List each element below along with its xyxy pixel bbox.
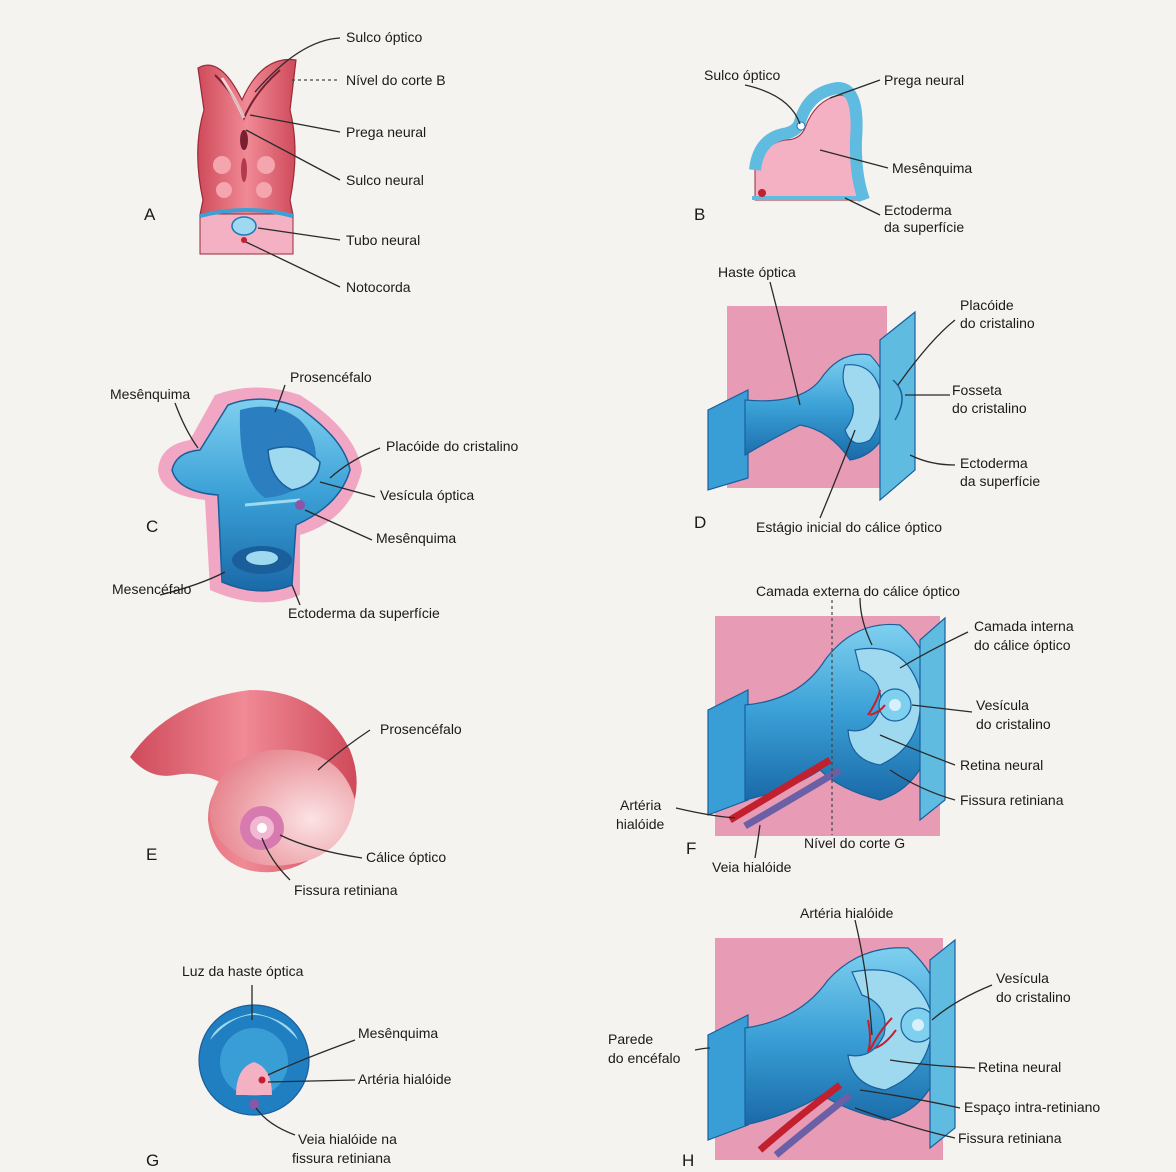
panel-a: Sulco óptico Nível do corte B Prega neur… [144, 29, 446, 295]
label-sulco-optico: Sulco óptico [346, 29, 422, 45]
cross-section-b-illustration [752, 88, 865, 200]
panel-g: Luz da haste óptica Mesênquima Artéria h… [146, 963, 452, 1170]
label-parede-h: Parede [608, 1031, 653, 1047]
panel-d: Haste óptica Placóide do cristalino Foss… [694, 264, 1040, 535]
label-fissura-retiniana-e: Fissura retiniana [294, 882, 398, 898]
label-camada-interna-f: Camada interna [974, 618, 1074, 634]
label-vesicula-optica-c: Vesícula óptica [380, 487, 474, 503]
label-veia-hialoide-f: Veia hialóide [712, 859, 792, 875]
label-vesicula-h: Vesícula [996, 970, 1049, 986]
label-ectoderma-d: Ectoderma [960, 455, 1028, 471]
label-do-cristalino-d2: do cristalino [952, 400, 1027, 416]
label-tubo-neural: Tubo neural [346, 232, 420, 248]
label-mesenquima-c2: Mesênquima [376, 530, 456, 546]
embryo-head-e-illustration [130, 690, 357, 872]
label-do-calice-optico-f: do cálice óptico [974, 637, 1071, 653]
panel-letter-e: E [146, 845, 157, 864]
label-luz-haste-g: Luz da haste óptica [182, 963, 304, 979]
label-prega-neural-b: Prega neural [884, 72, 964, 88]
panel-b: Sulco óptico Prega neural Mesênquima Ect… [694, 67, 972, 235]
panel-letter-g: G [146, 1151, 159, 1170]
leader-line [845, 198, 880, 215]
label-arteria-f: Artéria [620, 797, 661, 813]
panel-letter-h: H [682, 1151, 694, 1170]
label-arteria-hialoide-h: Artéria hialóide [800, 905, 894, 921]
label-fissura-retiniana-h: Fissura retiniana [958, 1130, 1062, 1146]
leader-line [910, 455, 955, 465]
label-da-superficie-b: da superfície [884, 219, 964, 235]
label-prega-neural: Prega neural [346, 124, 426, 140]
embryo-a-illustration [198, 60, 296, 255]
panel-f: Camada externa do cálice óptico Camada i… [616, 583, 1074, 875]
panel-e: Prosencéfalo Cálice óptico Fissura retin… [130, 690, 462, 898]
label-prosencefalo-e: Prosencéfalo [380, 721, 462, 737]
panel-letter-f: F [686, 839, 696, 858]
label-mesencefalo-c: Mesencéfalo [112, 581, 192, 597]
panel-letter-a: A [144, 205, 156, 224]
panel-h: Artéria hialóide Vesícula do cristalino … [608, 905, 1100, 1170]
label-nivel-corte-b: Nível do corte B [346, 72, 446, 88]
label-do-cristalino-f: do cristalino [976, 716, 1051, 732]
label-nivel-corte-g: Nível do corte G [804, 835, 905, 851]
label-placoide-d: Placóide [960, 297, 1014, 313]
label-camada-externa-f: Camada externa do cálice óptico [756, 583, 960, 599]
label-arteria-g: Artéria hialóide [358, 1071, 452, 1087]
label-haste-optica-d: Haste óptica [718, 264, 796, 280]
label-fissura-retiniana-f: Fissura retiniana [960, 792, 1064, 808]
label-do-cristalino-h: do cristalino [996, 989, 1071, 1005]
label-fissura-g: fissura retiniana [292, 1150, 391, 1166]
label-placoide-c: Placóide do cristalino [386, 438, 519, 454]
label-mesenquima-b: Mesênquima [892, 160, 972, 176]
label-espaco-intra-retiniano-h: Espaço intra-retiniano [964, 1099, 1100, 1115]
brain-c-illustration [158, 388, 362, 603]
label-mesenquima-c1: Mesênquima [110, 386, 190, 402]
label-retina-neural-h: Retina neural [978, 1059, 1061, 1075]
panel-c: Mesênquima Prosencéfalo Placóide do cris… [110, 369, 519, 621]
leader-line [745, 85, 800, 124]
panel-letter-c: C [146, 517, 158, 536]
label-hialoide-f: hialóide [616, 816, 664, 832]
label-da-superficie-d: da superfície [960, 473, 1040, 489]
label-notocorda: Notocorda [346, 279, 411, 295]
label-mesenquima-g: Mesênquima [358, 1025, 438, 1041]
label-prosencefalo-c: Prosencéfalo [290, 369, 372, 385]
label-retina-neural-f: Retina neural [960, 757, 1043, 773]
optic-stalk-section-g-illustration [199, 1005, 309, 1115]
label-fosseta-d: Fosseta [952, 382, 1002, 398]
panel-letter-b: B [694, 205, 705, 224]
label-calice-optico-e: Cálice óptico [366, 849, 446, 865]
label-sulco-optico-b: Sulco óptico [704, 67, 780, 83]
label-ectoderma-c: Ectoderma da superfície [288, 605, 440, 621]
label-ectoderma-b: Ectoderma [884, 202, 952, 218]
label-veia-hialoide-g1: Veia hialóide na [298, 1131, 397, 1147]
panel-letter-d: D [694, 513, 706, 532]
label-do-cristalino-d1: do cristalino [960, 315, 1035, 331]
label-do-encefalo-h: do encéfalo [608, 1050, 681, 1066]
label-sulco-neural: Sulco neural [346, 172, 424, 188]
label-estagio-inicial-d: Estágio inicial do cálice óptico [756, 519, 942, 535]
label-vesicula-f: Vesícula [976, 697, 1029, 713]
